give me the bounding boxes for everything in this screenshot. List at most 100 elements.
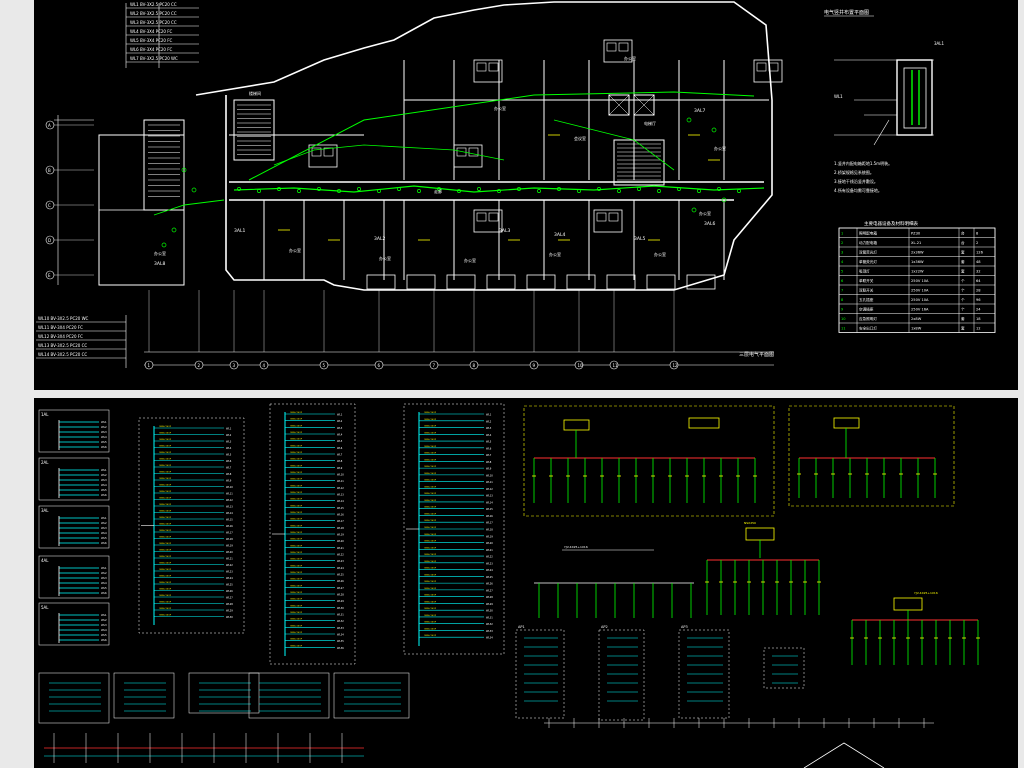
table-cell: 五孔插座 (859, 297, 874, 302)
breaker-label: C65N-C16/1P (290, 525, 303, 527)
table-cell: 套 (961, 250, 965, 255)
light-fixture (677, 187, 681, 191)
circuit-label: WL7 (337, 454, 343, 457)
circuit-label: WL24 (486, 569, 493, 572)
circuit-label: WL16 (486, 515, 493, 518)
circuit-label: WL11 (337, 480, 344, 483)
circuit-label: WL5 (486, 441, 492, 444)
circuit-label: WL16 (337, 514, 344, 517)
table-cell: 3 (841, 251, 843, 255)
table-cell: 吸顶灯 (859, 269, 870, 274)
table-cell: 应急照明灯 (859, 316, 877, 321)
breaker-label: C65N-C16/1P (290, 519, 303, 521)
breaker-label: C65N-C16/1P (424, 466, 437, 468)
light-fixture (377, 189, 381, 193)
breaker-label: C65N-C16/1P (424, 473, 437, 475)
circuit-label: WL8 (337, 460, 343, 463)
table-cell: 个 (961, 307, 965, 312)
distribution-box (598, 629, 645, 721)
distribution-box (38, 555, 110, 599)
axis-number: 9 (533, 363, 536, 368)
box-label: AP2 (601, 625, 608, 629)
breaker-label: C65N-C16/1P (424, 541, 437, 543)
table-cell: 10 (841, 317, 846, 321)
circuit-label: WL25 (337, 574, 344, 577)
table-cell: 32 (976, 270, 981, 274)
room-label: 会议室 (574, 135, 586, 141)
circuit-label: WL26 (226, 590, 233, 593)
room-label: 办公室 (154, 250, 166, 256)
circuit-label: WL24 (337, 567, 344, 570)
window-bay (526, 274, 556, 290)
breaker-label: C65N-C16/1P (290, 605, 303, 607)
table-cell: 个 (961, 288, 965, 293)
corridor-wiring (233, 185, 765, 193)
light-fixture (337, 189, 341, 193)
breaker-label: C65N-C16/1P (424, 453, 437, 455)
circuit-label: WL6 (101, 493, 107, 497)
breaker-label: C65N-C16/1P (290, 645, 303, 647)
breaker-label: C65N-C16/1P (290, 592, 303, 594)
breaker-label: C65N-C16/1P (424, 486, 437, 488)
circuit-label: WL30 (337, 607, 344, 610)
riser-title: 电气竖井布置平面图 (824, 9, 869, 16)
box-label: 1AL (41, 412, 49, 417)
light-fixture (657, 189, 661, 193)
breaker-label: C65N-C16/1P (290, 565, 303, 567)
feeder-label: YJV-4X25+1X16 (914, 591, 938, 595)
table-cell: 套 (961, 326, 965, 331)
axis-number: 12 (673, 363, 679, 368)
breaker-label: C65N-C16/1P (290, 585, 303, 587)
panel-system-1 (138, 417, 245, 634)
circuit-label: WL6 (337, 447, 343, 450)
table-cell: 套 (961, 259, 965, 264)
axis-bubble (574, 360, 584, 370)
stair-outline (613, 139, 665, 186)
circuit-label: WL2 (101, 571, 107, 575)
toilet-block (473, 59, 503, 83)
starter-box (745, 527, 775, 541)
axis-bubble (259, 360, 269, 370)
axis-bubble (374, 360, 384, 370)
toilet-block (473, 209, 503, 233)
room-label: 走廊 (434, 188, 442, 194)
breaker-label: C65N-C16/1P (424, 628, 437, 630)
circuit-label: WL33 (337, 627, 344, 630)
distribution-box (515, 629, 565, 719)
circuit-label: WL11 (226, 493, 233, 496)
breaker-label: C65N-C16/1P (424, 534, 437, 536)
legend-row-text: WL12 BV-3X4 PC20 FC (38, 334, 83, 339)
riser-cabinet (903, 67, 927, 129)
breaker-label: C65N-C16/1P (290, 439, 303, 441)
circuit-label: WL4 (101, 581, 107, 585)
circuit-label: WL5 (101, 488, 107, 492)
table-cell: 1x8W (911, 327, 922, 331)
breaker-label: C65N-C16/1P (159, 582, 172, 584)
light-fixture (417, 189, 421, 193)
circuit-label: WL4 (101, 628, 107, 632)
breaker-label: C65N-C16/1P (424, 561, 437, 563)
circuit-label: WL20 (337, 540, 344, 543)
axis-letter: D (48, 238, 51, 243)
circuit-label: WL12 (226, 499, 233, 502)
breaker-label: C65N-C16/1P (290, 419, 303, 421)
circuit-label: WL27 (337, 587, 344, 590)
circuit-label: WL11 (486, 481, 493, 484)
panel-system-2 (269, 403, 356, 665)
axis-bubble (469, 360, 479, 370)
circuit-label: WL20 (486, 542, 493, 545)
breaker-label: C65N-C16/1P (290, 579, 303, 581)
breaker-label: C65N-C16/1P (290, 445, 303, 447)
breaker-label: C65N-C16/1P (424, 635, 437, 637)
circuit-label: WL9 (226, 480, 232, 483)
window-bay (486, 274, 516, 290)
breaker-label: C65N-C16/1P (159, 537, 172, 539)
circuit-label: WL9 (486, 468, 492, 471)
circuit-label: WL25 (226, 584, 233, 587)
breaker-label: C65N-C16/1P (159, 498, 172, 500)
circuit-label: WL25 (486, 576, 493, 579)
breaker-label: C65N-C16/1P (424, 446, 437, 448)
table-cell: PZ30 (911, 232, 921, 236)
branch-wiring (273, 144, 505, 166)
fixture (488, 212, 499, 222)
